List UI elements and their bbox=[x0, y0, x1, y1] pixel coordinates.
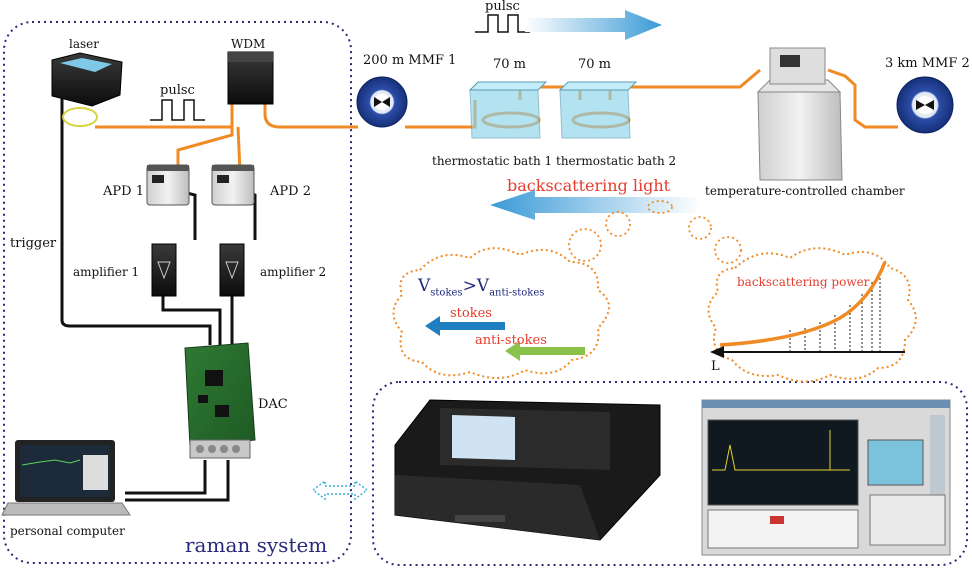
pulse-left-label: pulsc bbox=[160, 83, 195, 98]
bath2-label: thermostatic bath 2 bbox=[556, 154, 677, 168]
raman-system-border bbox=[3, 21, 352, 564]
anti-stokes-arrow bbox=[505, 341, 585, 361]
raman-system-label: raman system bbox=[185, 533, 328, 557]
apd1-label: APD 1 bbox=[103, 184, 144, 199]
velocity-relation: Vstokes>Vanti-stokes bbox=[418, 278, 544, 298]
mmf2-spool bbox=[896, 76, 954, 134]
segment2-label: 70 m bbox=[578, 57, 612, 72]
dac-label: DAC bbox=[258, 397, 288, 412]
v-gt: >V bbox=[462, 276, 490, 296]
wdm-device bbox=[227, 51, 274, 105]
wdm-label: WDM bbox=[231, 37, 266, 51]
rack-computer bbox=[394, 399, 661, 541]
backscatter-power-plot bbox=[710, 261, 905, 358]
mmf1-label: 200 m MMF 1 bbox=[363, 53, 457, 68]
bath2 bbox=[558, 81, 638, 139]
amplifier2-label: amplifier 2 bbox=[260, 265, 327, 279]
mmf2-label: 3 km MMF 2 bbox=[885, 56, 970, 71]
display-system-border bbox=[372, 381, 968, 566]
pulse-left-symbol bbox=[150, 99, 205, 121]
anti-stokes-label: anti-stokes bbox=[475, 333, 547, 348]
chamber-label: temperature-controlled chamber bbox=[705, 184, 905, 198]
dac-board bbox=[184, 342, 256, 459]
pulse-top-label: pulsc bbox=[485, 0, 520, 14]
amplifier1-label: amplifier 1 bbox=[73, 265, 140, 279]
pc-label: personal computer bbox=[10, 524, 125, 538]
apd2-device bbox=[211, 164, 255, 206]
laser-device bbox=[51, 52, 123, 127]
amplifier1-device bbox=[151, 243, 177, 297]
thought-bubbles bbox=[568, 200, 742, 264]
temperature-chamber bbox=[756, 47, 843, 181]
laptop bbox=[1, 440, 131, 516]
laser-label: laser bbox=[69, 37, 99, 51]
stokes-label: stokes bbox=[450, 306, 492, 321]
v-letter: V bbox=[418, 276, 431, 296]
backscatter-power-label: backscattering power bbox=[737, 275, 870, 289]
bath-labels: thermostatic bath 1 thermostatic bath 2 bbox=[432, 155, 676, 167]
mmf1-spool bbox=[356, 76, 408, 128]
v-sub-stokes: stokes bbox=[430, 287, 463, 299]
software-screenshot bbox=[701, 399, 951, 556]
v-sub-anti: anti-stokes bbox=[489, 287, 545, 299]
apd2-label: APD 2 bbox=[270, 184, 311, 199]
trigger-label: trigger bbox=[10, 236, 57, 251]
amplifier2-device bbox=[219, 243, 245, 297]
left-cloud bbox=[392, 247, 610, 379]
segment1-label: 70 m bbox=[493, 57, 527, 72]
link-arrow bbox=[311, 479, 369, 501]
right-cloud bbox=[707, 247, 917, 383]
length-label: L bbox=[711, 359, 720, 374]
backscatter-light-label: backscattering light bbox=[507, 176, 671, 195]
bath1-label: thermostatic bath 1 bbox=[432, 154, 553, 168]
forward-arrow bbox=[525, 10, 662, 40]
backscatter-arrow bbox=[490, 190, 700, 220]
stokes-arrow bbox=[425, 316, 505, 336]
apd1-device bbox=[146, 164, 190, 206]
pulse-top-symbol bbox=[475, 14, 530, 33]
bath1 bbox=[468, 81, 548, 139]
